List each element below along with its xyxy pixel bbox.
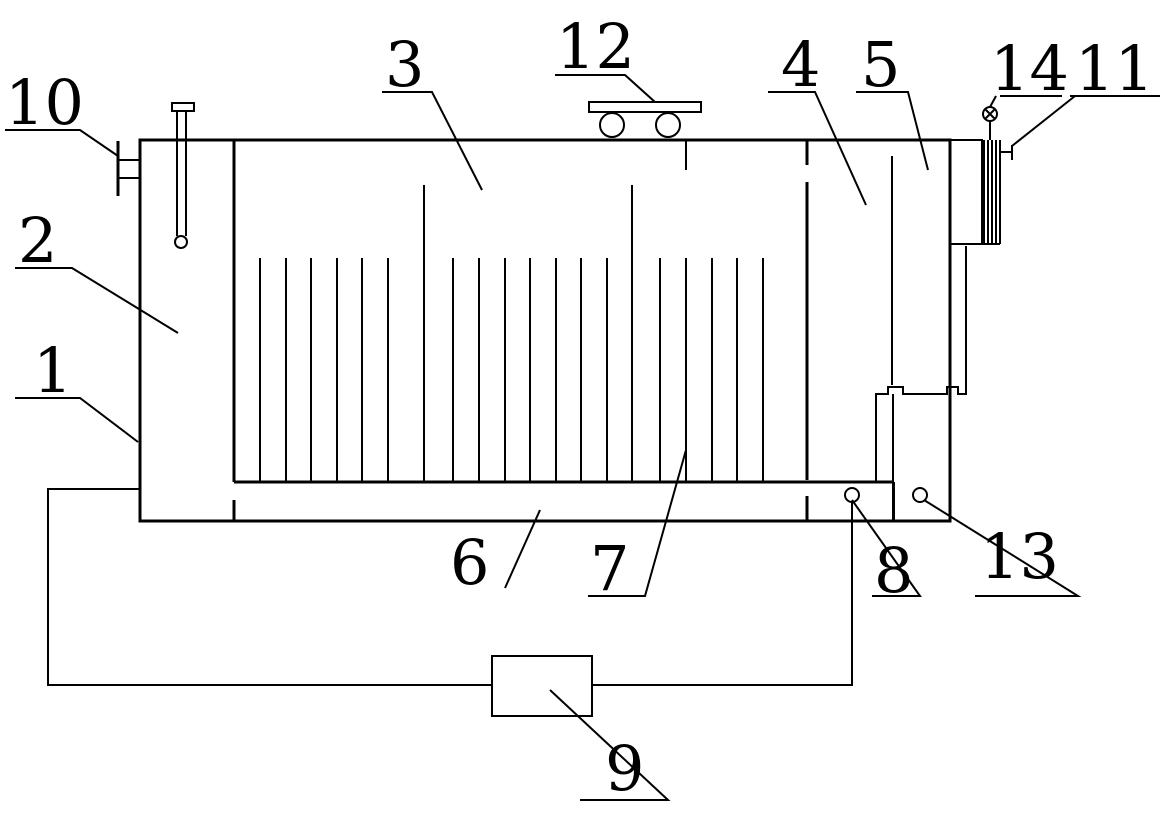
label-1: 1 xyxy=(33,334,72,407)
label-9: 9 xyxy=(605,732,644,805)
label-11: 11 xyxy=(1075,32,1154,105)
baffles xyxy=(423,140,687,482)
label-5: 5 xyxy=(861,28,900,101)
numerals: 1 2 3 4 5 6 7 8 9 10 11 12 13 14 xyxy=(5,10,1154,805)
label-12: 12 xyxy=(556,10,635,83)
outlet-pipe xyxy=(949,139,1013,245)
label-13: 13 xyxy=(980,520,1059,593)
tank-body xyxy=(138,138,952,523)
label-10: 10 xyxy=(5,66,84,139)
label-4: 4 xyxy=(781,28,820,101)
inlet-nozzle xyxy=(116,141,140,196)
plate-array xyxy=(259,258,764,482)
label-2: 2 xyxy=(18,204,57,277)
sensor-13 xyxy=(912,487,928,503)
label-6: 6 xyxy=(450,526,489,599)
label-14: 14 xyxy=(990,32,1069,105)
label-3: 3 xyxy=(385,28,424,101)
label-7: 7 xyxy=(590,532,629,605)
top-skimmer xyxy=(588,101,702,138)
label-8: 8 xyxy=(874,534,913,607)
leader-lines xyxy=(5,74,1160,801)
sensor-8 xyxy=(844,487,860,503)
level-gauge xyxy=(171,102,195,249)
valve-symbol xyxy=(982,106,998,140)
weir-structure xyxy=(875,156,967,521)
control-loop xyxy=(47,488,853,717)
